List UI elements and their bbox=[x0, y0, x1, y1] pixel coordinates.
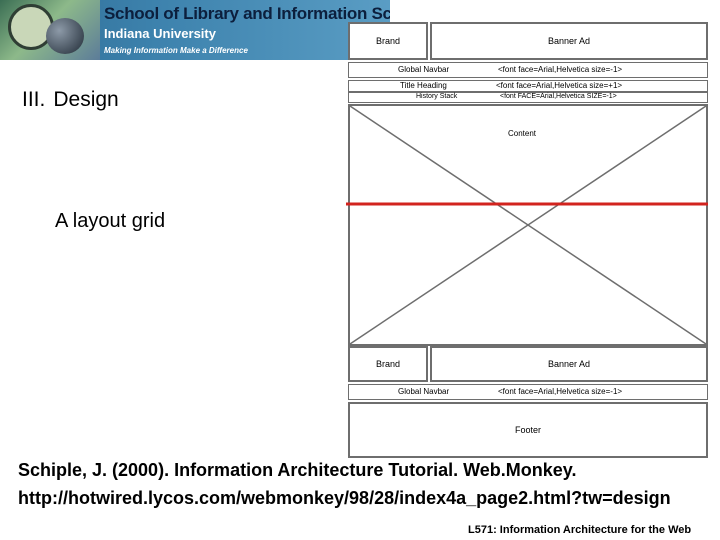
citation-url[interactable]: http://hotwired.lycos.com/webmonkey/98/2… bbox=[18, 488, 671, 508]
grid-title-font: <font face=Arial,Helvetica size=+1> bbox=[496, 81, 623, 90]
grid-banner-ad-label: Banner Ad bbox=[547, 36, 591, 46]
grid-title-label: Title Heading bbox=[400, 81, 447, 90]
section-title: Design bbox=[53, 88, 119, 111]
grid-bottom-banner-cell: Banner Ad bbox=[430, 346, 708, 382]
grid-history-stack-row bbox=[348, 92, 708, 103]
grid-bottom-banner-label: Banner Ad bbox=[547, 359, 591, 369]
grid-footer-cell: Footer bbox=[348, 402, 708, 458]
tagline: Making Information Make a Difference bbox=[104, 46, 248, 55]
citation-text: Schiple, J. (2000). Information Architec… bbox=[18, 460, 577, 480]
grid-bottom-navbar-font: <font face=Arial,Helvetica size=-1> bbox=[498, 387, 623, 396]
header-banner: School of Library and Information Scienc… bbox=[0, 0, 390, 60]
grid-bottom-brand-cell: Brand bbox=[348, 346, 428, 382]
grid-global-navbar-row bbox=[348, 62, 708, 78]
grid-banner-ad-cell: Banner Ad bbox=[430, 22, 708, 60]
grid-bottom-brand-label: Brand bbox=[375, 359, 401, 369]
section-heading: III. Design bbox=[22, 88, 119, 112]
subtitle: A layout grid bbox=[55, 210, 166, 232]
grid-title-heading-row bbox=[348, 80, 708, 92]
grid-content-label: Content bbox=[508, 129, 537, 138]
course-footer: L571: Information Architecture for the W… bbox=[468, 524, 692, 536]
grid-bottom-navbar-label: Global Navbar bbox=[398, 387, 450, 396]
logo-ring-graphic bbox=[8, 4, 54, 50]
slis-logo bbox=[0, 0, 100, 60]
grid-footer-label: Footer bbox=[514, 425, 541, 435]
school-name: School of Library and Information Scienc… bbox=[104, 4, 390, 23]
university-name: Indiana University bbox=[104, 26, 216, 41]
grid-history-label: History Stack bbox=[416, 93, 458, 100]
section-number: III. bbox=[22, 88, 46, 111]
content-diagonal-line-b bbox=[349, 105, 707, 345]
logo-orb-graphic bbox=[46, 18, 84, 54]
grid-content-area bbox=[348, 104, 708, 346]
grid-navbar-label: Global Navbar bbox=[398, 65, 450, 74]
grid-bottom-navbar-row bbox=[348, 384, 708, 400]
grid-navbar-font: <font face=Arial,Helvetica size=-1> bbox=[498, 65, 623, 74]
grid-history-font: <font FACE=Arial,Helvetica SIZE=-1> bbox=[500, 93, 617, 100]
content-diagonal-line-a bbox=[349, 105, 707, 345]
